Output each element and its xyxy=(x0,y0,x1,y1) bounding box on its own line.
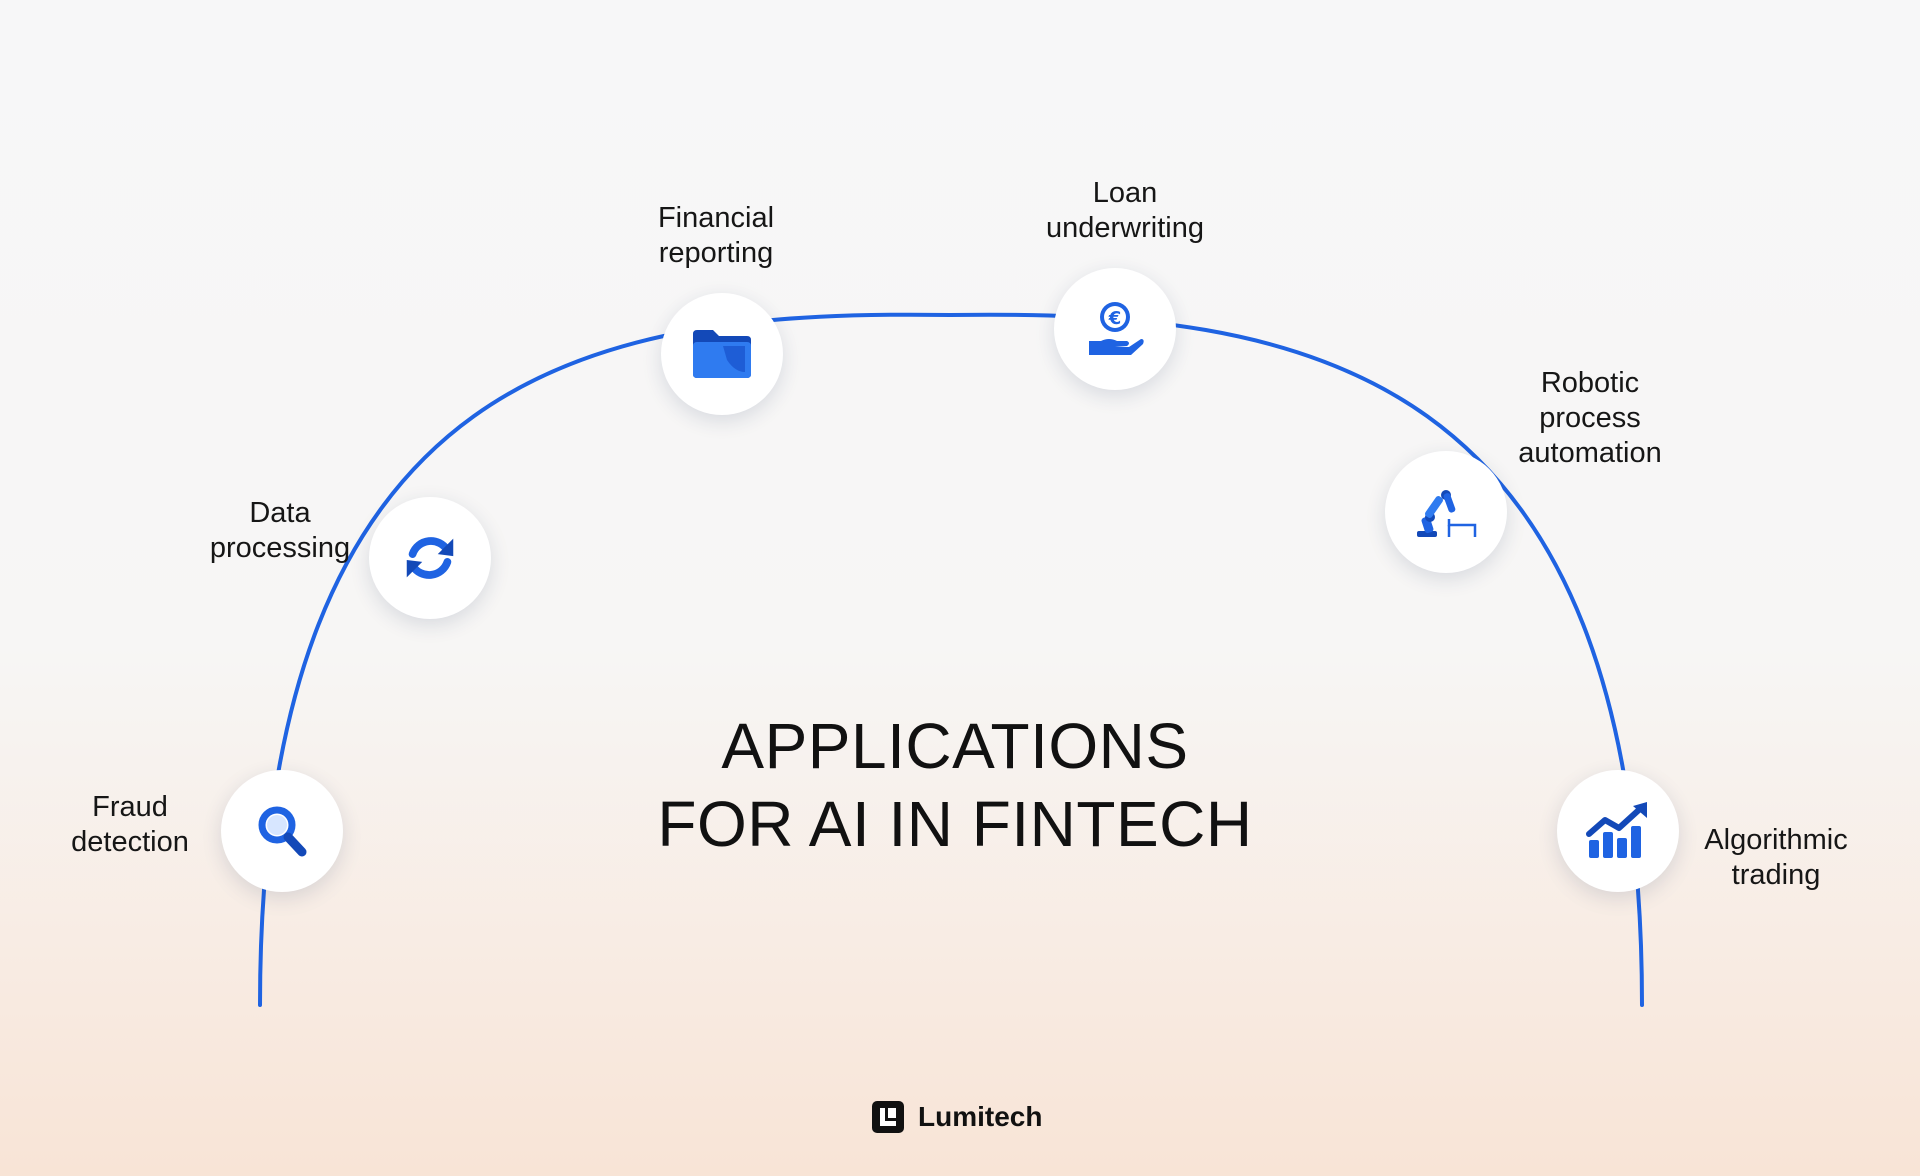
data-processing-label: Data processing xyxy=(209,497,351,564)
algorithmic-trading-label: Algorithmic trading xyxy=(1704,824,1848,891)
brand-name: Lumitech xyxy=(918,1101,1043,1132)
algorithmic-trading-node xyxy=(1557,770,1679,892)
financial-reporting-node xyxy=(661,293,783,415)
lumitech-logo-icon xyxy=(872,1101,904,1133)
magnifier-icon xyxy=(258,806,307,857)
diagram-title: APPLICATIONS FOR AI IN FINTECH xyxy=(560,707,1350,863)
loan-underwriting-label: Loan underwriting xyxy=(1046,177,1204,244)
refresh-icon xyxy=(406,537,454,579)
brand-logo: Lumitech xyxy=(872,1101,1042,1133)
data-processing-node xyxy=(369,497,491,619)
title-line-1: APPLICATIONS xyxy=(721,710,1189,782)
svg-text:€: € xyxy=(1108,308,1122,329)
loan-underwriting-node: € xyxy=(1054,268,1176,390)
folder-icon xyxy=(693,330,751,378)
euro-hand-icon: € xyxy=(1089,302,1144,355)
robotic-process-automation-label: Robotic process automation xyxy=(1518,367,1662,469)
financial-reporting-label: Financial reporting xyxy=(657,202,775,269)
fraud-detection-label: Fraud detection xyxy=(71,791,189,858)
rising-chart-icon xyxy=(1586,802,1647,858)
robot-arm-icon xyxy=(1417,490,1477,537)
title-line-2: FOR AI IN FINTECH xyxy=(657,788,1253,860)
robotic-process-automation-node xyxy=(1385,451,1507,573)
fraud-detection-node xyxy=(221,770,343,892)
